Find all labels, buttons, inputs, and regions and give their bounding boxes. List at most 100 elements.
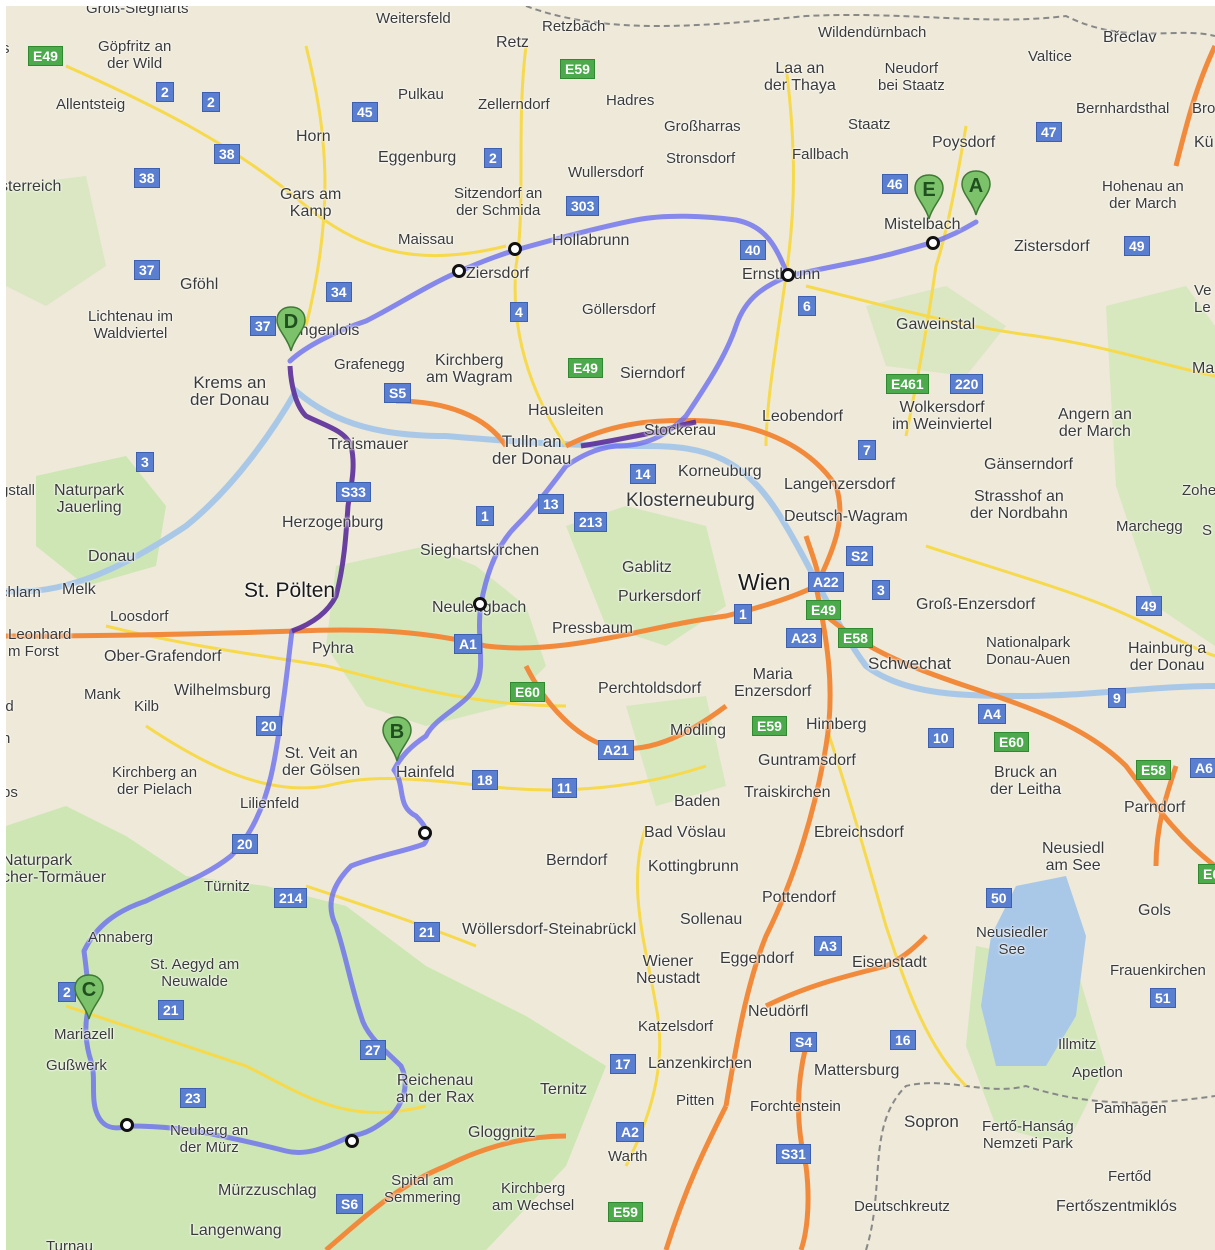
place-label: Illmitz: [1058, 1036, 1097, 1053]
place-label: Perchtoldsdorf: [598, 680, 702, 697]
place-label: Bro: [1192, 100, 1215, 117]
place-label: Groß-Enzersdorf: [916, 596, 1036, 613]
marker-label: A: [968, 175, 984, 197]
place-label: Krems an der Donau: [190, 373, 270, 409]
place-label: Sierndorf: [620, 365, 685, 382]
place-label: Ma: [1192, 360, 1215, 377]
place-label: Zistersdorf: [1014, 238, 1090, 255]
place-label: Purkersdorf: [618, 588, 701, 605]
river-danube: [6, 386, 1215, 700]
place-label: Leobendorf: [762, 408, 843, 425]
route-marker-d[interactable]: D: [276, 306, 306, 352]
road-shield: E461: [886, 374, 929, 394]
place-label: Bad Vöslau: [644, 824, 726, 841]
place-label: Hausleiten: [528, 402, 604, 419]
place-label: Langenwang: [190, 1222, 282, 1239]
place-label: Kirchberg am Wechsel: [492, 1180, 575, 1214]
route-waypoint[interactable]: [345, 1134, 359, 1148]
route-waypoint[interactable]: [473, 597, 487, 611]
route-waypoint[interactable]: [120, 1118, 134, 1132]
place-label: Valtice: [1028, 48, 1072, 65]
route-marker-a[interactable]: A: [961, 170, 991, 216]
place-label: Hohenau an der March: [1102, 178, 1184, 212]
road-shield: 23: [180, 1088, 206, 1108]
place-label: Deutschkreutz: [854, 1198, 950, 1215]
place-label: Tulln an der Donau: [492, 432, 572, 468]
place-label: Pressbaum: [552, 620, 633, 637]
route-waypoint[interactable]: [418, 826, 432, 840]
road-shield: 49: [1124, 236, 1150, 256]
route-waypoint[interactable]: [452, 264, 466, 278]
place-label: Bernhardsthal: [1076, 100, 1170, 117]
place-label: Marchegg: [1116, 518, 1183, 535]
place-label: Frauenkirchen: [1110, 962, 1206, 979]
place-label: Wolkersdorf im Weinviertel: [892, 399, 993, 433]
place-label: Mürzzuschlag: [218, 1182, 317, 1199]
map-pin-icon: [74, 974, 104, 1020]
place-label: Neusiedler See: [976, 924, 1048, 958]
marker-label: C: [81, 979, 97, 1001]
route-marker-e[interactable]: E: [914, 174, 944, 220]
marker-label: E: [922, 179, 936, 201]
place-label: Loosdorf: [110, 608, 169, 625]
place-label: Pulkau: [398, 86, 444, 103]
place-label: Mattersburg: [814, 1062, 900, 1079]
route-waypoint[interactable]: [781, 268, 795, 282]
road-shield: 4: [510, 302, 528, 322]
road-shield: E59: [752, 716, 787, 736]
place-label: Gols: [1138, 902, 1171, 919]
place-label: S: [1202, 522, 1213, 539]
place-label: Gloggnitz: [468, 1124, 536, 1141]
place-label: Schwechat: [868, 654, 952, 673]
place-label: Maria Enzersdorf: [734, 666, 812, 700]
road-shield: 47: [1036, 122, 1062, 142]
road-shield: 21: [414, 922, 440, 942]
road-shield: 2: [202, 92, 220, 112]
place-label: id: [6, 698, 14, 715]
road-shield: A1: [454, 634, 482, 654]
place-label: Gaweinstal: [896, 316, 976, 333]
map-canvas[interactable]: Groß-Siegharts Weitersfeld Retzbach Wild…: [6, 6, 1215, 1250]
place-label: Ve Le: [1194, 282, 1212, 316]
place-label: Himberg: [806, 716, 867, 733]
route-waypoint[interactable]: [926, 236, 940, 250]
place-label: Neudörfl: [748, 1003, 809, 1020]
road-shield: 220: [950, 374, 984, 394]
route-waypoint[interactable]: [508, 242, 522, 256]
place-label: Mariazell: [54, 1026, 115, 1043]
place-label: Wullersdorf: [568, 164, 644, 181]
road-shield: E58: [1136, 760, 1171, 780]
road-shield: E59: [560, 59, 595, 79]
route-marker-b[interactable]: B: [382, 716, 412, 762]
place-label: Korneuburg: [678, 463, 762, 480]
road-shield: S33: [336, 482, 371, 502]
road-shield: 50: [986, 888, 1012, 908]
place-label: Gföhl: [180, 276, 219, 293]
lake-neusiedler-see: [981, 876, 1086, 1066]
road-shield: 49: [1136, 596, 1162, 616]
place-label: Gablitz: [622, 559, 672, 576]
place-label: Bruck an der Leitha: [990, 764, 1062, 798]
place-label: Hollabrunn: [552, 232, 630, 249]
place-label: Lichtenau im Waldviertel: [88, 308, 174, 342]
place-label: Stronsdorf: [666, 150, 736, 167]
road-shield: 2: [156, 82, 174, 102]
place-label: Laa an der Thaya: [764, 60, 836, 94]
road-shield: S5: [384, 383, 412, 403]
place-label: Stockerau: [644, 422, 717, 439]
place-label: Lanzenkirchen: [648, 1055, 753, 1072]
place-label: Naturpark Jauerling: [54, 482, 125, 516]
route-marker-c[interactable]: C: [74, 974, 104, 1020]
place-label: Weitersfeld: [376, 10, 451, 27]
road-shield: A3: [814, 936, 842, 956]
place-label: Ternitz: [540, 1081, 588, 1098]
place-label: Horn: [296, 128, 331, 145]
road-shield: 51: [1150, 988, 1176, 1008]
place-label: Parndorf: [1124, 799, 1186, 816]
place-label: Allentsteig: [56, 96, 126, 113]
road-shield: 37: [134, 260, 160, 280]
road-shield: E49: [568, 358, 603, 378]
road-shield: E58: [838, 628, 873, 648]
road-shield: E6: [1198, 864, 1215, 884]
place-label: Wilhelmsburg: [174, 682, 271, 699]
